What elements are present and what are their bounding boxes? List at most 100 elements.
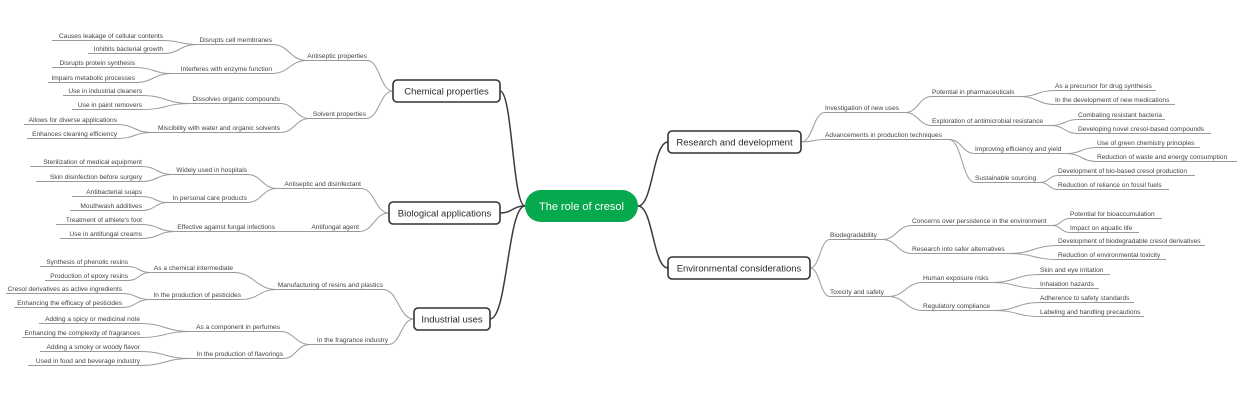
branch-research-and-development-1-1-child-1[interactable]: Reduction of reliance on fossil fuels xyxy=(1058,182,1169,190)
branch-research-and-development-0-0-child-0[interactable]: As a precursor for drug synthesis xyxy=(1055,83,1156,91)
branch-biological-applications-0-0-child-1[interactable]: Skin disinfection before surgery xyxy=(36,174,143,182)
branch-environmental-considerations-1-1-child-0[interactable]: Adherence to safety standards xyxy=(1040,295,1134,303)
node-label: In the development of new medications xyxy=(1055,97,1170,104)
branch-biological-applications-child-1[interactable]: Antifungal agent xyxy=(307,224,359,232)
branch-industrial-uses-1-0-child-1[interactable]: Enhancing the complexity of fragrances xyxy=(22,330,141,338)
branch-environmental-considerations-1-0-child-1[interactable]: Inhalation hazards xyxy=(1040,281,1099,289)
branch-research-and-development-0-0-child-1[interactable]: In the development of new medications xyxy=(1055,97,1175,105)
branch-industrial-uses-1-0-child-0[interactable]: Adding a spicy or medicinal note xyxy=(39,316,140,324)
connector xyxy=(139,358,191,366)
branch-environmental-considerations-0-0-child-0[interactable]: Potential for bioaccumulation xyxy=(1070,211,1162,219)
connector xyxy=(271,44,308,61)
branch-biological-applications-child-0[interactable]: Antiseptic and disinfectant xyxy=(277,181,361,189)
branch-chemical-properties-0-child-1[interactable]: Interferes with enzyme function xyxy=(172,66,272,74)
branch-chemical-properties-0-1-child-1[interactable]: Impairs metabolic processes xyxy=(48,75,136,83)
branch-biological-applications-0-child-0[interactable]: Widely used in hospitals xyxy=(172,167,248,175)
branch-research-and-development-1-0-child-1[interactable]: Reduction of waste and energy consumptio… xyxy=(1097,154,1237,162)
connector xyxy=(499,90,526,207)
branch-chemical-properties-1-1-child-0[interactable]: Allows for diverse applications xyxy=(24,117,118,125)
branch-industrial-uses-1-1-child-1[interactable]: Used in food and beverage industry xyxy=(28,358,141,366)
branch-environmental-considerations-1-child-0[interactable]: Human exposure risks xyxy=(923,275,991,283)
branch-biological-applications-1-0-child-1[interactable]: Use in antifungal creams xyxy=(60,231,143,239)
branch-node-chemical-properties[interactable]: Chemical properties xyxy=(392,79,501,103)
branch-chemical-properties-0-1-child-0[interactable]: Disrupts protein synthesis xyxy=(52,60,136,68)
node-label: Sustainable sourcing xyxy=(975,175,1037,182)
branch-chemical-properties-1-0-child-0[interactable]: Use in industrial cleaners xyxy=(63,88,143,96)
branch-industrial-uses-child-1[interactable]: In the fragrance industry xyxy=(310,337,389,345)
branch-chemical-properties-child-1[interactable]: Solvent properties xyxy=(310,111,367,119)
connector xyxy=(279,118,311,133)
connector xyxy=(141,202,169,211)
root-node[interactable]: The role of cresol xyxy=(525,190,638,222)
branch-environmental-considerations-0-0-child-1[interactable]: Impact on aquatic life xyxy=(1070,225,1139,233)
branch-environmental-considerations-1-0-child-0[interactable]: Skin and eye irritation xyxy=(1040,267,1110,275)
connector xyxy=(240,289,278,300)
connector xyxy=(887,282,924,297)
connector xyxy=(139,323,191,332)
branch-industrial-uses-0-0-child-0[interactable]: Synthesis of phenolic resins xyxy=(40,259,129,267)
branch-industrial-uses-0-child-1[interactable]: In the production of pesticides xyxy=(150,292,242,300)
branch-industrial-uses-1-1-child-0[interactable]: Adding a smoky or woody flavor xyxy=(40,344,141,352)
branch-industrial-uses-0-1-child-0[interactable]: Cresol derivatives as active ingredients xyxy=(6,286,123,294)
branch-chemical-properties-0-0-child-1[interactable]: Inhibits bacterial growth xyxy=(88,46,163,54)
connector xyxy=(246,188,278,203)
branch-research-and-development-0-1-child-0[interactable]: Combating resistant bacteria xyxy=(1078,112,1165,120)
branch-research-and-development-0-child-1[interactable]: Exploration of antimicrobial resistance xyxy=(932,118,1051,126)
branch-industrial-uses-1-child-1[interactable]: In the production of flavorings xyxy=(190,351,284,359)
branch-node-environmental-considerations[interactable]: Environmental considerations xyxy=(667,256,811,280)
connector xyxy=(1065,153,1098,162)
branch-chemical-properties-1-0-child-1[interactable]: Use in paint removers xyxy=(72,102,143,110)
branch-chemical-properties-1-child-0[interactable]: Dissolves organic compounds xyxy=(190,96,281,104)
branch-biological-applications-1-0-child-0[interactable]: Treatment of athlete's foot xyxy=(56,217,142,225)
branch-environmental-considerations-0-1-child-1[interactable]: Reduction of environmental toxicity xyxy=(1058,252,1166,260)
branch-industrial-uses-1-child-0[interactable]: As a component in perfumes xyxy=(190,324,281,332)
node-label: Enhances cleaning efficiency xyxy=(32,131,118,138)
branch-environmental-considerations-child-0[interactable]: Biodegradability xyxy=(830,232,882,240)
connector xyxy=(141,174,173,182)
node-label: Inhalation hazards xyxy=(1040,281,1095,288)
branch-research-and-development-child-1[interactable]: Advancements in production techniques xyxy=(825,132,949,140)
node-label: In the production of flavorings xyxy=(196,351,283,358)
node-label: Reduction of environmental toxicity xyxy=(1058,252,1161,259)
branch-environmental-considerations-child-1[interactable]: Toxicity and safety xyxy=(830,289,888,297)
root-label: The role of cresol xyxy=(539,201,624,213)
branch-research-and-development-1-1-child-0[interactable]: Development of bio-based cresol producti… xyxy=(1058,168,1195,176)
branch-node-biological-applications[interactable]: Biological applications xyxy=(388,201,501,225)
branch-environmental-considerations-1-1-child-1[interactable]: Labeling and handling precautions xyxy=(1040,309,1144,317)
branch-research-and-development-1-0-child-0[interactable]: Use of green chemistry principles xyxy=(1097,140,1200,148)
branch-node-industrial-uses[interactable]: Industrial uses xyxy=(413,307,491,331)
connector xyxy=(365,90,394,119)
branch-research-and-development-child-0[interactable]: Investigation of new uses xyxy=(825,105,905,113)
connector xyxy=(809,267,831,297)
branch-industrial-uses-0-1-child-1[interactable]: Enhancing the efficacy of pesticides xyxy=(14,300,123,308)
branch-biological-applications-0-1-child-0[interactable]: Antibacterial soaps xyxy=(72,189,143,197)
branch-environmental-considerations-0-1-child-0[interactable]: Development of biodegradable cresol deri… xyxy=(1058,238,1205,246)
branch-environmental-considerations-0-child-0[interactable]: Concerns over persistence in the environ… xyxy=(912,218,1052,226)
node-label: Enhancing the complexity of fragrances xyxy=(25,330,141,337)
branch-research-and-development-1-child-1[interactable]: Sustainable sourcing xyxy=(975,175,1040,183)
node-label: Use in industrial cleaners xyxy=(68,88,142,95)
branch-research-and-development-1-child-0[interactable]: Improving efficiency and yield xyxy=(975,146,1066,154)
branch-industrial-uses-0-0-child-1[interactable]: Production of epoxy resins xyxy=(45,273,129,281)
branch-industrial-uses-child-0[interactable]: Manufacturing of resins and plastics xyxy=(277,282,384,290)
branch-research-and-development-0-child-0[interactable]: Potential in pharmaceuticals xyxy=(932,89,1020,97)
branch-industrial-uses-0-child-0[interactable]: As a chemical intermediate xyxy=(150,265,233,273)
branch-chemical-properties-1-child-1[interactable]: Miscibility with water and organic solve… xyxy=(152,125,281,133)
connector xyxy=(116,132,153,139)
connector xyxy=(1008,245,1059,254)
branch-label: Industrial uses xyxy=(421,315,483,326)
branch-environmental-considerations-0-child-1[interactable]: Research into safer alternatives xyxy=(912,246,1009,254)
branch-biological-applications-0-1-child-1[interactable]: Mouthwash additives xyxy=(70,203,143,211)
branch-environmental-considerations-1-child-1[interactable]: Regulatory compliance xyxy=(923,303,994,311)
branch-chemical-properties-0-0-child-0[interactable]: Causes leakage of cellular contents xyxy=(52,33,164,41)
branch-chemical-properties-0-child-0[interactable]: Disrupts cell membranes xyxy=(197,37,273,45)
branch-biological-applications-0-child-1[interactable]: In personal care products xyxy=(168,195,248,203)
branch-chemical-properties-1-1-child-1[interactable]: Enhances cleaning efficiency xyxy=(27,131,118,139)
branch-biological-applications-0-0-child-0[interactable]: Sterilization of medical equipment xyxy=(30,159,142,167)
connector xyxy=(990,274,1041,283)
branch-node-research-and-development[interactable]: Research and development xyxy=(667,130,802,154)
node-label: As a chemical intermediate xyxy=(154,265,233,272)
branch-biological-applications-1-child-0[interactable]: Effective against fungal infections xyxy=(175,224,276,232)
branch-chemical-properties-child-0[interactable]: Antiseptic properties xyxy=(307,53,368,61)
branch-research-and-development-0-1-child-1[interactable]: Developing novel cresol-based compounds xyxy=(1078,126,1211,134)
